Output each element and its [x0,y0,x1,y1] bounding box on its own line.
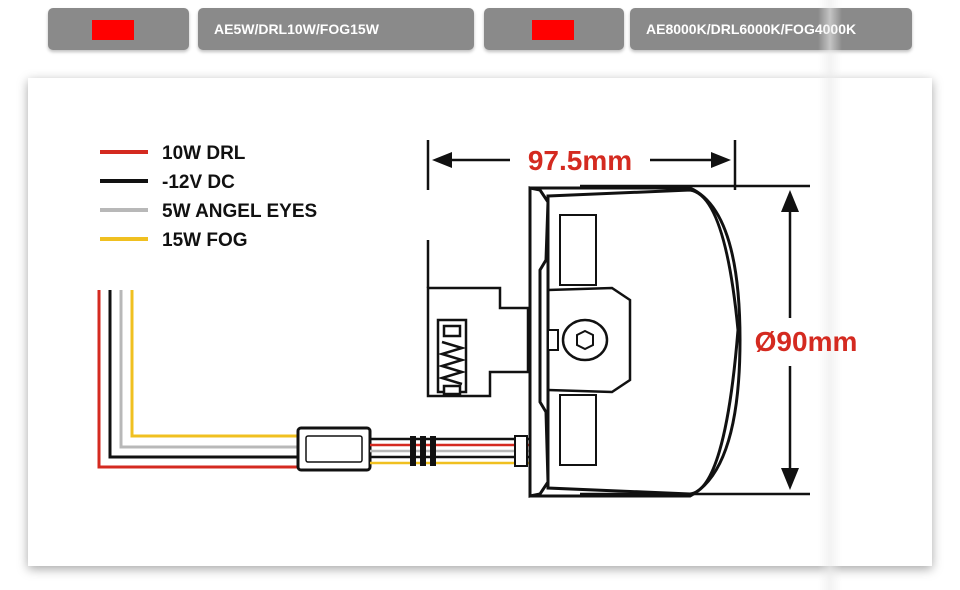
wire-angel-eyes [119,290,298,449]
legend-label-angel-eyes: 5W ANGEL EYES [162,201,317,222]
fog-lamp-body [528,186,742,498]
tab-color-swatch-2[interactable] [484,8,624,50]
length-dimension [426,140,737,190]
wires [97,290,298,469]
wire-fog [130,290,298,438]
spring-icon [437,324,467,396]
red-swatch [92,20,134,40]
legend: 10W DRL -12V DC 5W ANGEL EYES 15W FOG [100,143,317,251]
wire-dc [108,290,298,459]
connector-inner [305,435,363,463]
legend-label-dc: -12V DC [162,172,235,193]
diameter-dimension [580,184,810,496]
connector-box [296,426,372,472]
tab-color-temp-spec[interactable]: AE8000K/DRL6000K/FOG4000K [630,8,912,50]
red-swatch [532,20,574,40]
watermark-band [818,0,842,590]
legend-label-drl: 10W DRL [162,143,246,164]
length-dimension-label: 97.5mm [528,145,632,176]
tab-power-spec[interactable]: AE5W/DRL10W/FOG15W [198,8,474,50]
diameter-dimension-label: Ø90mm [755,326,858,357]
legend-label-fog: 15W FOG [162,230,248,251]
tab-color-temp-label: AE8000K/DRL6000K/FOG4000K [646,21,857,37]
tab-color-swatch-1[interactable] [48,8,189,50]
tab-power-label: AE5W/DRL10W/FOG15W [214,21,379,37]
mounting-bracket [426,240,530,398]
plug-wires [370,435,530,467]
wire-drl [97,290,298,469]
